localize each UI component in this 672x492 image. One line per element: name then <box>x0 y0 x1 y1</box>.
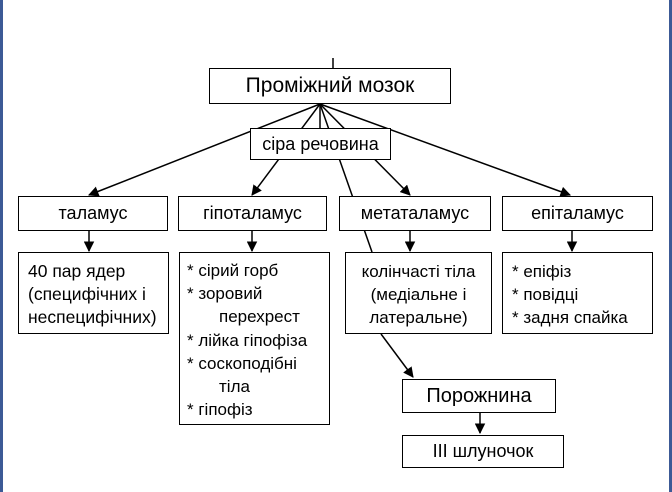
node-root-label: Проміжний мозок <box>245 74 415 97</box>
node-grey-matter: сіра речовина <box>250 128 391 160</box>
node-hypothalamus: гіпоталамус <box>178 196 327 231</box>
detail-thalamus: 40 пар ядер (специфічних і неспецифічних… <box>18 252 169 334</box>
node-epithalamus-label: епіталамус <box>531 203 624 223</box>
detail-thalamus-line: 40 пар ядер <box>28 261 126 281</box>
detail-hypothalamus-line: * зоровий <box>187 284 263 304</box>
detail-epithalamus-line: * задня спайка <box>512 308 628 327</box>
detail-hypothalamus-line: * сірий горб <box>187 261 279 280</box>
node-cavity: Порожнина <box>402 379 556 413</box>
detail-epithalamus-line: * повідці <box>512 285 579 304</box>
detail-hypothalamus-line: тіла <box>219 377 250 397</box>
detail-hypothalamus-line: перехрест <box>219 307 300 327</box>
detail-epithalamus: * епіфіз * повідці * задня спайка <box>502 252 653 334</box>
edge-root-thalamus <box>88 103 321 197</box>
detail-metathalamus: колінчасті тіла (медіальне і латеральне) <box>345 252 492 334</box>
node-thalamus-label: таламус <box>58 203 128 223</box>
node-epithalamus: епіталамус <box>502 196 653 231</box>
node-cavity-label: Порожнина <box>426 384 532 407</box>
node-metathalamus-label: метаталамус <box>360 203 470 223</box>
node-third-ventricle-label: ІІІ шлуночок <box>432 441 534 461</box>
detail-thalamus-line: (специфічних і <box>28 284 146 304</box>
node-grey-matter-label: сіра речовина <box>262 133 379 154</box>
slide-frame-right <box>669 0 672 492</box>
edge-root-cavity-b <box>380 333 414 378</box>
node-third-ventricle: ІІІ шлуночок <box>402 435 564 468</box>
node-hypothalamus-label: гіпоталамус <box>203 203 302 223</box>
detail-hypothalamus: * сірий горб * зоровий перехрест * лійка… <box>179 252 330 425</box>
detail-thalamus-line: неспецифічних) <box>28 307 157 327</box>
node-root: Проміжний мозок <box>209 68 451 104</box>
detail-hypothalamus-line: * лійка гіпофіза <box>187 330 308 350</box>
slide-frame-left <box>0 0 3 492</box>
node-metathalamus: метаталамус <box>339 196 491 231</box>
detail-metathalamus-line: колінчасті тіла <box>361 262 476 281</box>
node-thalamus: таламус <box>18 196 168 231</box>
detail-metathalamus-line: латеральне) <box>369 308 468 327</box>
detail-epithalamus-line: * епіфіз <box>512 262 572 281</box>
detail-metathalamus-line: (медіальне і <box>370 285 467 304</box>
edge-root-epithalamus <box>319 103 571 197</box>
detail-hypothalamus-line: * гіпофіз <box>187 400 253 420</box>
detail-hypothalamus-line: * соскоподібні <box>187 353 297 373</box>
